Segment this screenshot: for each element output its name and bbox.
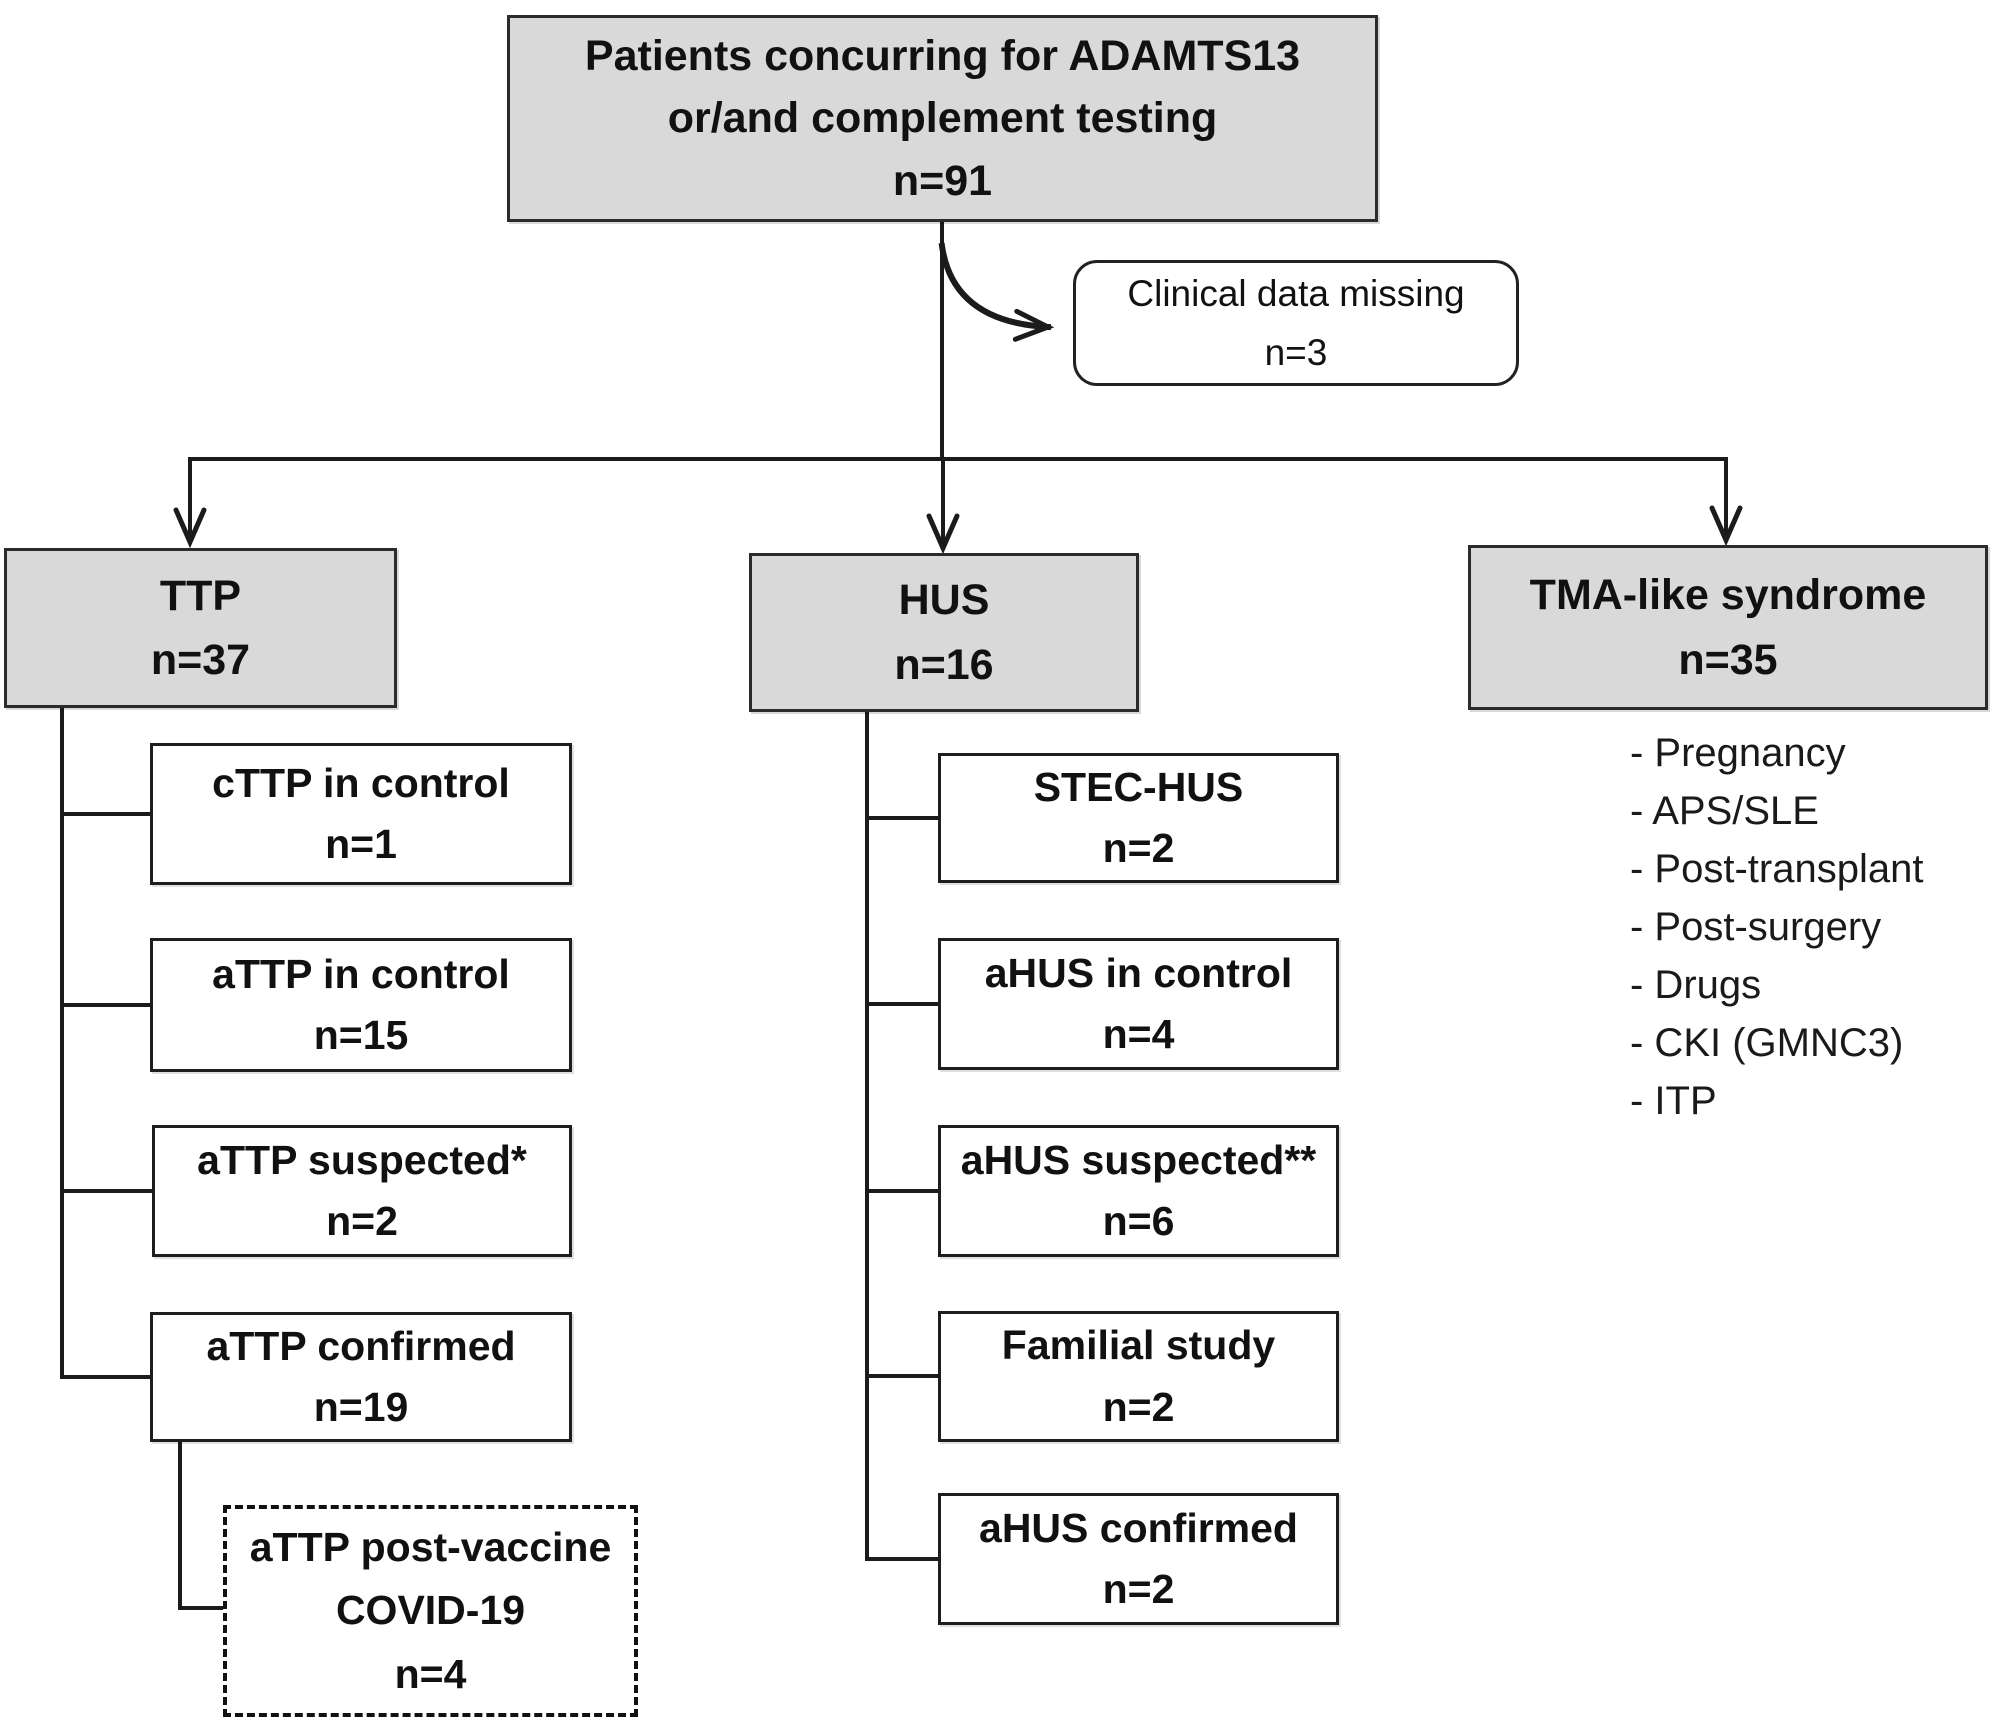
node-familial-study: Familial study n=2 (938, 1311, 1339, 1442)
node-ahus-suspected: aHUS suspected** n=6 (938, 1125, 1339, 1257)
node-count: n=1 (325, 821, 397, 867)
node-ttp-title: TTP (159, 571, 242, 620)
node-root-count: n=91 (892, 156, 993, 205)
node-tma-like-syndrome: TMA-like syndrome n=35 (1468, 545, 1988, 710)
node-label: aHUS in control (984, 949, 1293, 996)
node-attp-confirmed: aTTP confirmed n=19 (150, 1312, 572, 1442)
node-hus-count: n=16 (894, 640, 994, 689)
node-ttp: TTP n=37 (4, 548, 397, 708)
node-count: n=2 (1102, 1383, 1175, 1430)
node-label: Familial study (1001, 1322, 1276, 1368)
node-root: Patients concurring for ADAMTS13 or/and … (507, 15, 1378, 222)
node-attp-post-vaccine-covid19: aTTP post-vaccine COVID-19 n=4 (223, 1505, 638, 1717)
node-attp-in-control: aTTP in control n=15 (150, 938, 572, 1072)
node-count: n=6 (1102, 1198, 1175, 1244)
node-ahus-confirmed: aHUS confirmed n=2 (938, 1493, 1339, 1625)
node-ahus-in-control: aHUS in control n=4 (938, 938, 1339, 1070)
node-hus: HUS n=16 (749, 553, 1139, 712)
node-label: STEC-HUS (1033, 763, 1244, 810)
node-label: cTTP in control (212, 759, 510, 806)
node-clinical-data-missing-title: Clinical data missing (1127, 272, 1465, 314)
list-item: - Pregnancy (1630, 731, 1846, 775)
node-cttp-in-control: cTTP in control n=1 (150, 743, 572, 885)
connector-ttp-spine (60, 706, 152, 1379)
node-clinical-data-missing-count: n=3 (1264, 332, 1328, 373)
list-item: - Post-surgery (1630, 905, 1882, 949)
list-item: - APS/SLE (1630, 789, 1819, 833)
tma-etiology-list: - Pregnancy - APS/SLE - Post-transplant … (1630, 724, 2000, 1130)
node-label: aHUS suspected** (960, 1136, 1317, 1183)
node-stec-hus: STEC-HUS n=2 (938, 753, 1339, 883)
node-count: n=2 (326, 1198, 398, 1244)
node-label: aTTP suspected* (197, 1136, 527, 1183)
node-root-title: Patients concurring for ADAMTS13 or/and … (584, 31, 1301, 143)
node-count: n=2 (1102, 1566, 1175, 1612)
node-label: aTTP in control (212, 950, 510, 997)
node-attp-suspected: aTTP suspected* n=2 (152, 1125, 572, 1257)
node-ttp-count: n=37 (150, 636, 251, 684)
node-hus-title: HUS (898, 576, 990, 624)
list-item: - Post-transplant (1630, 847, 1924, 891)
node-tma-title: TMA-like syndrome (1529, 571, 1927, 619)
connector-ttp-covid (178, 1440, 225, 1610)
node-count: n=15 (313, 1012, 409, 1058)
list-item: - ITP (1630, 1079, 1717, 1123)
arrow-to-exclusion (938, 242, 1055, 342)
node-label: aTTP post-vaccine COVID-19 (249, 1523, 612, 1634)
node-label: aTTP confirmed (206, 1322, 516, 1369)
node-tma-count: n=35 (1678, 635, 1778, 684)
node-clinical-data-missing: Clinical data missing n=3 (1073, 260, 1519, 386)
node-count: n=4 (394, 1650, 467, 1697)
node-label: aHUS confirmed (979, 1504, 1298, 1551)
node-count: n=19 (313, 1384, 409, 1430)
list-item: - CKI (GMNC3) (1630, 1021, 1904, 1065)
connector-hus-spine (865, 710, 940, 1561)
node-count: n=4 (1102, 1011, 1175, 1057)
node-count: n=2 (1102, 825, 1175, 871)
list-item: - Drugs (1630, 963, 1762, 1007)
